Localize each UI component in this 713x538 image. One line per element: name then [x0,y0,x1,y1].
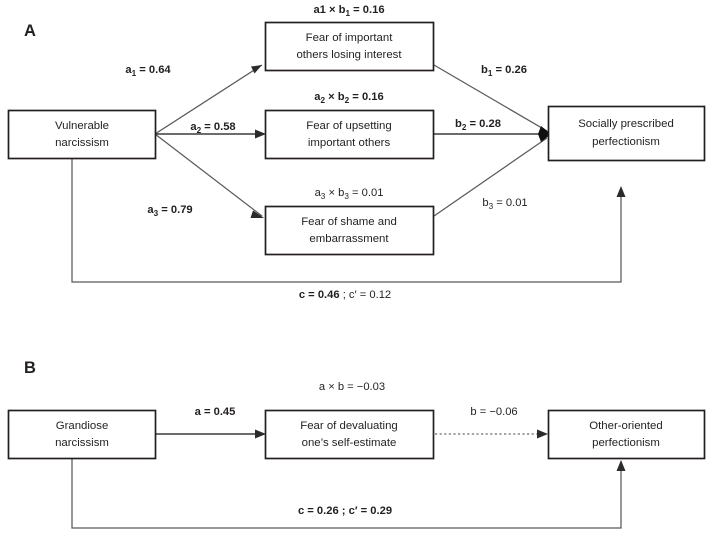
panel-a-letter: A [24,22,36,40]
label-coefficient-b2-sub: 2 [462,123,467,132]
path-c-direct-arrowhead [616,186,626,197]
label-indirect-effect-3-post: = 0.01 [349,187,384,199]
node-fear-shame-embarrassment-line1: Fear of shame and [301,216,397,228]
label-indirect-effect-2-pre: a [314,91,321,103]
node-vulnerable-narcissism-line2: narcissism [55,137,109,149]
label-coefficient-a2: a2 = 0.58 [190,121,235,135]
node-fear-devaluating-line2: one’s self-estimate [302,437,397,449]
label-coefficient-b1-post: = 0.26 [492,64,527,76]
label-coefficient-b2-pre: b [455,118,462,130]
label-coefficient-a2-sub: 2 [197,126,202,135]
label-direct-effect-a-reg: c′ = 0.12 [349,289,391,301]
path-b-a-arrowhead [255,429,266,439]
label-indirect-effect-2-mid: × b [325,91,345,103]
label-indirect-effect-1-sub: 1 [345,9,350,18]
node-other-oriented-perfectionism-line2: perfectionism [592,437,660,449]
path-a2-arrowhead [255,129,266,139]
node-other-oriented-perfectionism-line1: Other-oriented [589,420,662,432]
label-indirect-effect-2-sub2: 2 [345,96,350,105]
label-indirect-effect-3-sub: 3 [321,192,326,201]
label-indirect-effect-2-sub: 2 [320,96,325,105]
label-indirect-effect-3: a3 × b3 = 0.01 [315,187,384,201]
label-indirect-effect-2-post: = 0.16 [349,91,384,103]
node-fear-devaluating-line1: Fear of devaluating [300,420,398,432]
node-socially-prescribed-perfectionism[interactable] [547,105,706,162]
label-coefficient-a1: a1 = 0.64 [125,64,171,78]
label-coefficient-a3-pre: a [147,204,154,216]
label-coefficient-a1-pre: a [125,64,132,76]
node-fear-devaluating-self-estimate[interactable] [264,409,435,460]
path-a3-line [154,133,263,217]
label-indirect-effect-2: a2 × b2 = 0.16 [314,91,383,105]
label-coefficient-b3-post: = 0.01 [493,197,528,209]
node-fear-shame-embarrassment-line2: embarrassment [309,233,389,245]
label-coefficient-a1-sub: 1 [132,69,137,78]
label-indirect-effect-3-sub2: 3 [344,192,349,201]
node-vulnerable-narcissism-line1: Vulnerable [55,120,109,132]
panel-b-letter: B [24,359,36,377]
path-a1-arrowhead [251,65,262,74]
label-coefficient-b3-sub: 3 [489,202,494,211]
path-a3-arrowhead [250,210,264,218]
label-coefficient-a3: a3 = 0.79 [147,204,192,218]
label-coefficient-a3-sub: 3 [154,209,159,218]
label-total-direct-effect-b: c = 0.26 ; c′ = 0.29 [298,505,392,517]
path-b-merge-arrowhead [538,126,551,142]
path-b-b-arrowhead [537,429,548,439]
label-coefficient-b1-pre: b [481,64,488,76]
path-c-direct-line [71,158,622,283]
label-indirect-effect-3-pre: a [315,187,322,199]
path-a1-line [154,64,263,135]
label-coefficient-a-b: a = 0.45 [195,406,236,418]
label-indirect-effect-3-mid: × b [325,187,344,199]
node-grandiose-narcissism-line1: Grandiose [56,420,109,432]
panel-b: B Grandiose narcissism Fear of devaluati… [7,359,706,529]
label-coefficient-b2: b2 = 0.28 [455,118,501,132]
node-grandiose-narcissism[interactable] [7,409,157,460]
node-fear-upsetting-others-line1: Fear of upsetting [306,120,391,132]
node-fear-upsetting-others[interactable] [264,109,435,160]
path-b-c-direct-arrowhead [616,460,626,471]
label-coefficient-a3-post: = 0.79 [158,204,193,216]
label-total-direct-effect-a: c = 0.46 ; c′ = 0.12 [299,289,391,301]
node-fear-shame-embarrassment[interactable] [264,205,435,256]
node-fear-losing-interest[interactable] [264,21,435,72]
label-coefficient-b1: b1 = 0.26 [481,64,527,78]
node-other-oriented-perfectionism[interactable] [547,409,706,460]
panel-a: A [7,4,706,301]
node-grandiose-narcissism-line2: narcissism [55,437,109,449]
node-fear-losing-interest-line2: others losing interest [296,49,402,61]
label-indirect-effect-1: a1 × b1 = 0.16 [313,4,384,18]
label-total-effect-a-bold: c = 0.46 [299,289,340,301]
node-socially-prescribed-perfectionism-line1: Socially prescribed [578,118,674,130]
label-coefficient-b1-sub: 1 [488,69,493,78]
path-b1-line [433,64,548,132]
label-coefficient-a2-pre: a [190,121,197,133]
label-coefficient-b3: b3 = 0.01 [482,197,527,211]
path-b3-line [433,137,548,217]
label-coefficient-b2-post: = 0.28 [466,118,501,130]
node-socially-prescribed-perfectionism-line2: perfectionism [592,136,660,148]
label-coefficient-a2-post: = 0.58 [201,121,236,133]
node-fear-upsetting-others-line2: important others [308,137,391,149]
node-vulnerable-narcissism[interactable] [7,109,157,160]
label-total-effect-a-sep: ; [340,289,349,301]
label-coefficient-b3-pre: b [482,197,488,209]
label-indirect-effect-1-pre: a1 × b [313,4,345,16]
node-fear-losing-interest-line1: Fear of important [306,32,394,44]
label-indirect-effect-b: a × b = −0.03 [319,381,385,393]
label-coefficient-b-b: b = −0.06 [470,406,517,418]
path-b-c-direct-line [71,458,622,529]
label-indirect-effect-1-post: = 0.16 [350,4,385,16]
label-coefficient-a1-post: = 0.64 [136,64,171,76]
